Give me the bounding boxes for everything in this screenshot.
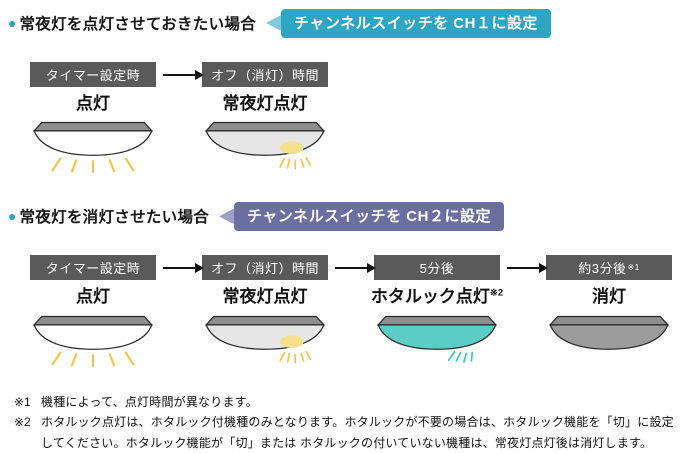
flow-arrow [328, 255, 376, 273]
flow-row-ch2: タイマー設定時 点灯 オフ（消灯）時間 [30, 255, 677, 367]
step-box: タイマー設定時 [30, 62, 156, 87]
flow-row-ch1: タイマー設定時 点灯 オフ（消灯）時間 [30, 62, 677, 174]
ch2-setting-badge: チャンネルスイッチを CH２に設定 [219, 201, 504, 231]
step-label: ホタルック点灯※2 [371, 287, 503, 307]
step-box: 5分後 [374, 255, 500, 281]
footnote-ref-1: ※1 [627, 262, 640, 272]
bullet-icon: ● [8, 208, 17, 225]
ch1-badge-label: チャンネルスイッチを CH１に設定 [281, 8, 551, 38]
flow-step-off-time: オフ（消灯）時間 常夜灯点灯 [202, 255, 328, 366]
step-label-text: ホタルック点灯 [370, 287, 490, 307]
footnote-text: ホタルック点灯は、ホタルック付機種のみとなります。ホタルックが不要の場合は、ホタ… [41, 415, 674, 450]
step-label: 常夜灯点灯 [222, 287, 308, 307]
section2-header: ● 常夜灯を消灯させたい場合 チャンネルスイッチを CH２に設定 [8, 201, 677, 231]
bullet-icon: ● [8, 15, 17, 31]
footnote-ref-2: ※2 [489, 287, 504, 299]
ceiling-lamp-lit-icon [32, 315, 154, 367]
section-nightlight-off: ● 常夜灯を消灯させたい場合 チャンネルスイッチを CH２に設定 タイマー設定時… [8, 201, 677, 367]
flow-arrow [156, 62, 204, 80]
ceiling-lamp-off-icon [548, 315, 670, 350]
flow-arrow [500, 255, 548, 273]
ceiling-lamp-hotaluck-icon [376, 315, 498, 363]
section1-header: ● 常夜灯を点灯させておきたい場合 チャンネルスイッチを CH１に設定 [8, 8, 677, 38]
step-box: オフ（消灯）時間 [202, 62, 328, 87]
section1-title: 常夜灯を点灯させておきたい場合 [19, 16, 257, 33]
ceiling-lamp-lit-icon [32, 122, 154, 174]
step-box: オフ（消灯）時間 [202, 255, 328, 281]
flow-step-timer-set: タイマー設定時 点灯 [30, 255, 156, 367]
flow-step-3min-later: 約3分後※1 消灯 [546, 255, 672, 366]
flow-step-timer-set: タイマー設定時 点灯 [30, 62, 156, 174]
badge-tail-arrow-icon [219, 208, 235, 225]
ch2-badge-label: チャンネルスイッチを CH２に設定 [234, 201, 504, 231]
section-nightlight-on: ● 常夜灯を点灯させておきたい場合 チャンネルスイッチを CH１に設定 タイマー… [8, 8, 677, 174]
step-label: 消灯 [592, 287, 626, 307]
section2-title: 常夜灯を消灯させたい場合 [19, 209, 210, 227]
step-box: タイマー設定時 [30, 255, 156, 281]
step-box: 約3分後※1 [546, 255, 672, 281]
footnote-marker: ※1 [14, 394, 31, 409]
step-box-text: 約3分後 [578, 261, 627, 277]
footnote-1: ※1 機種によって、点灯時間が異なります。 [14, 392, 677, 412]
footnote-text: 機種によって、点灯時間が異なります。 [41, 394, 258, 409]
badge-tail-arrow-icon [266, 15, 282, 31]
step-label: 点灯 [76, 287, 110, 307]
step-label: 点灯 [76, 94, 110, 113]
ch1-setting-badge: チャンネルスイッチを CH１に設定 [266, 8, 551, 38]
step-label: 常夜灯点灯 [222, 94, 308, 113]
footnote-marker: ※2 [14, 415, 31, 430]
footnote-2: ※2 ホタルック点灯は、ホタルック付機種のみとなります。ホタルックが不要の場合は… [14, 412, 677, 453]
flow-step-off-time: オフ（消灯）時間 常夜灯点灯 [202, 62, 328, 173]
flow-arrow [156, 255, 204, 273]
flow-step-5min-later: 5分後 ホタルック点灯※2 [371, 255, 503, 366]
footnotes: ※1 機種によって、点灯時間が異なります。 ※2 ホタルック点灯は、ホタルック付… [14, 392, 677, 453]
ceiling-lamp-nightlight-icon [204, 315, 326, 364]
ceiling-lamp-nightlight-icon [204, 122, 326, 170]
